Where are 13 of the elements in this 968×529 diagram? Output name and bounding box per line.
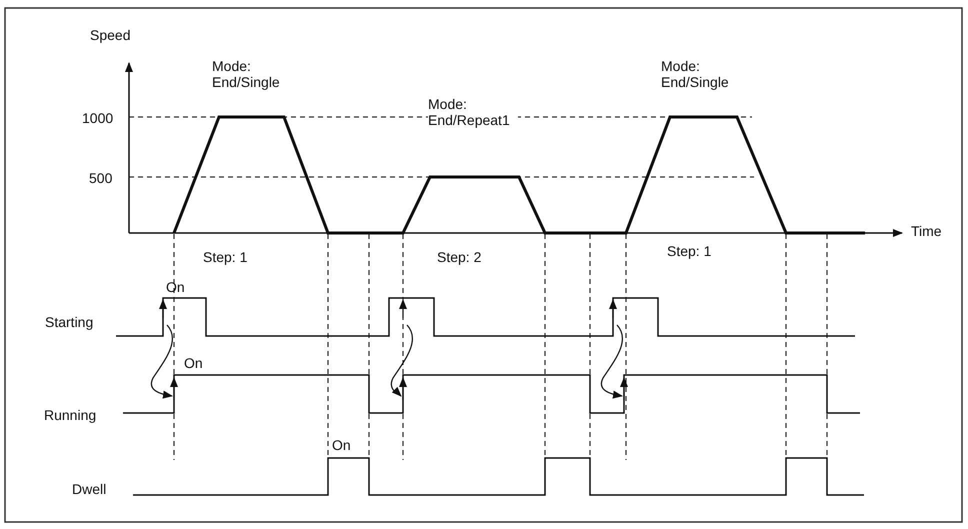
state-label: On — [184, 355, 203, 371]
signal-name: Starting — [45, 314, 94, 330]
step-label: Step: 1 — [667, 243, 712, 259]
step-label: Step: 2 — [437, 249, 482, 265]
tick-label: 1000 — [82, 110, 114, 126]
tick-label: 500 — [89, 170, 112, 186]
signal-name: Dwell — [72, 481, 106, 497]
axis-title: Speed — [90, 27, 130, 43]
mode-label: Mode: End/Repeat1 — [428, 96, 518, 128]
step-label: Step: 1 — [203, 249, 248, 265]
axis-title: Time — [911, 223, 942, 239]
state-label: On — [332, 437, 351, 453]
signal-name: Running — [44, 407, 96, 423]
